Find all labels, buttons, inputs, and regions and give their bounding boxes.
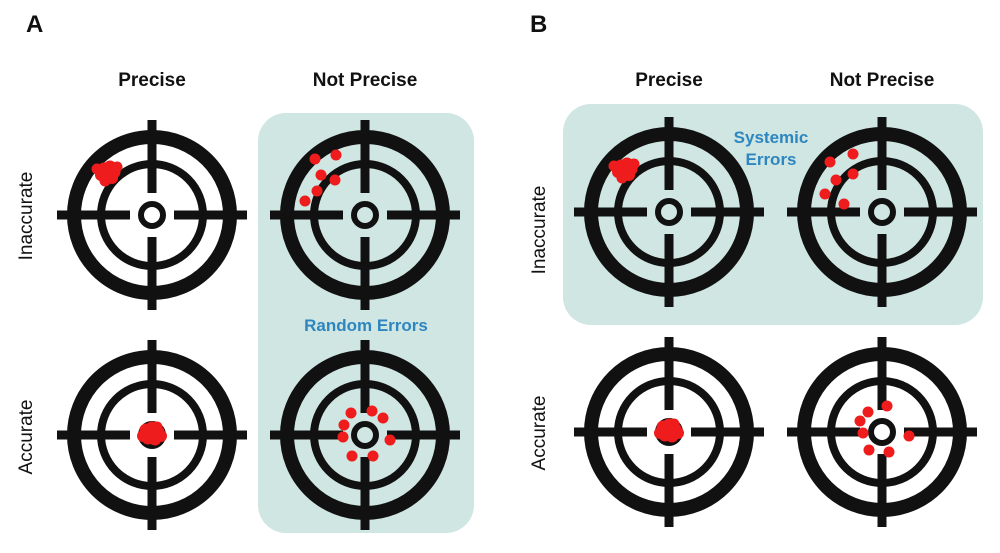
panel-a-row-accurate: Accurate — [16, 400, 37, 475]
hit-mark — [345, 407, 357, 419]
hit-mark — [628, 158, 640, 170]
hit-mark — [330, 149, 342, 161]
hit-mark — [137, 430, 149, 442]
systemic-errors-label-line-1: Systemic — [734, 128, 809, 147]
target-precise-inaccurate-a — [57, 120, 247, 310]
hit-mark — [91, 163, 103, 175]
hit-mark — [315, 169, 327, 181]
hit-mark — [854, 415, 866, 427]
hit-mark — [862, 406, 874, 418]
target-precise-accurate-b — [574, 337, 764, 527]
hit-mark — [384, 434, 396, 446]
hit-mark — [608, 160, 620, 172]
target-bullseye — [868, 418, 896, 446]
hit-mark — [838, 198, 850, 210]
hit-mark — [819, 188, 831, 200]
random-errors-label: Random Errors — [304, 316, 428, 335]
hit-mark — [346, 450, 358, 462]
target-not-precise-accurate-a — [270, 340, 460, 530]
target-precise-accurate-a — [57, 340, 247, 530]
panel-a-row-inaccurate: Inaccurate — [16, 172, 37, 261]
hit-mark — [883, 446, 895, 458]
hit-mark — [329, 174, 341, 186]
panel-a-letter: A — [26, 11, 43, 38]
hit-mark — [377, 412, 389, 424]
target-bullseye — [351, 201, 379, 229]
panel-a-column-not-precise: Not Precise — [313, 70, 418, 91]
target-not-precise-accurate-b — [787, 337, 977, 527]
hit-mark — [857, 427, 869, 439]
panel-b-column-not-precise: Not Precise — [830, 70, 935, 91]
target-precise-inaccurate-b — [574, 117, 764, 307]
panel-a-column-precise: Precise — [118, 70, 186, 91]
hit-mark — [309, 153, 321, 165]
hit-mark — [847, 148, 859, 160]
hit-mark — [903, 430, 915, 442]
hit-mark — [337, 431, 349, 443]
hit-mark — [155, 430, 167, 442]
panel-b-column-precise: Precise — [635, 70, 703, 91]
target-not-precise-inaccurate-a — [270, 120, 460, 310]
hit-mark — [616, 172, 628, 184]
target-bullseye — [655, 198, 683, 226]
target-bullseye — [351, 421, 379, 449]
hit-mark — [672, 427, 684, 439]
systemic-errors-label-line-2: Errors — [745, 150, 796, 169]
target-not-precise-inaccurate-b — [787, 117, 977, 307]
panel-b-letter: B — [530, 11, 547, 38]
hit-mark — [830, 174, 842, 186]
hit-mark — [338, 419, 350, 431]
hit-mark — [881, 400, 893, 412]
hit-mark — [367, 450, 379, 462]
hit-mark — [668, 418, 680, 430]
panel-b-row-inaccurate: Inaccurate — [529, 186, 550, 275]
hit-mark — [847, 168, 859, 180]
hit-mark — [299, 195, 311, 207]
panel-b-row-accurate: Accurate — [529, 396, 550, 471]
hit-mark — [311, 185, 323, 197]
target-bullseye — [868, 198, 896, 226]
target-bullseye — [138, 201, 166, 229]
hit-mark — [111, 161, 123, 173]
hit-mark — [366, 405, 378, 417]
hit-mark — [654, 427, 666, 439]
hit-mark — [863, 444, 875, 456]
hit-mark — [151, 421, 163, 433]
hit-mark — [824, 156, 836, 168]
hit-mark — [99, 175, 111, 187]
